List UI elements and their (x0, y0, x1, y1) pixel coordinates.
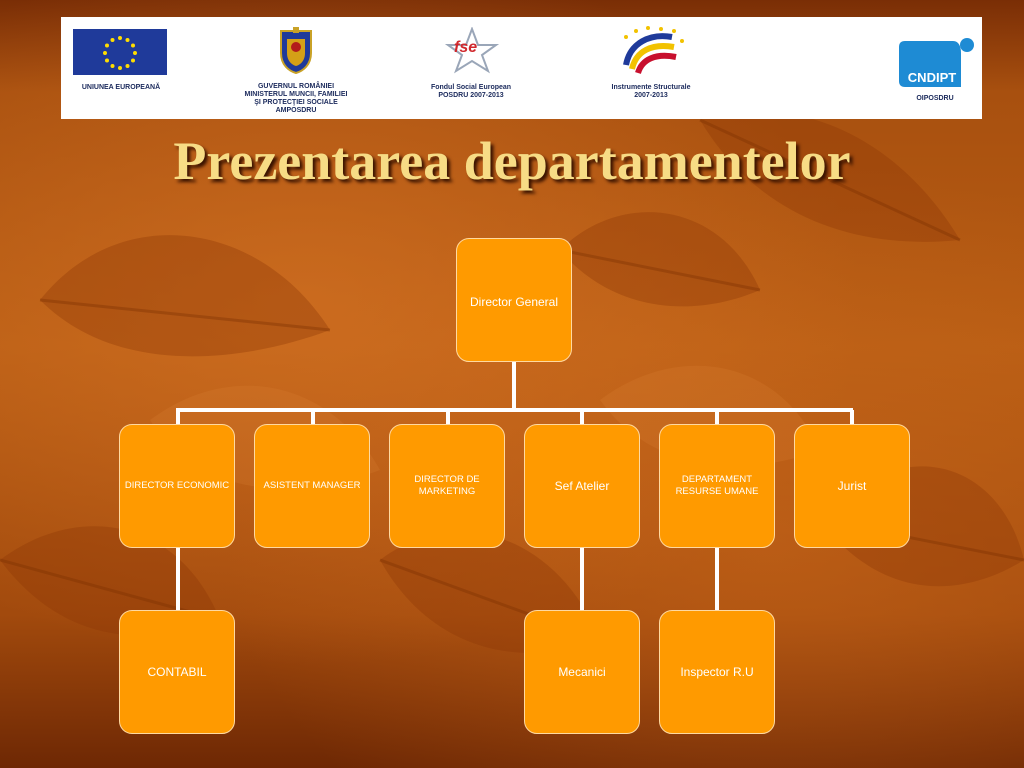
node-director-marketing: DIRECTOR DE MARKETING (389, 424, 505, 548)
fse-logo: fse Fondul Social European POSDRU 2007-2… (416, 17, 526, 119)
eu-flag-icon (73, 29, 167, 75)
cndipt-icon (899, 38, 974, 87)
node-inspector-ru: Inspector R.U (659, 610, 775, 734)
slide-title: Prezentarea departamentelor (173, 131, 851, 191)
instrumente-structurale-logo: Instrumente Structurale 2007-2013 (596, 17, 706, 119)
logo-banner: UNIUNEA EUROPEANĂ GUVERNUL ROMÂNIEI MINI… (61, 17, 982, 119)
node-director-economic: DIRECTOR ECONOMIC (119, 424, 235, 548)
eu-logo: UNIUNEA EUROPEANĂ (69, 17, 169, 119)
cndipt-mark: CNDIPT (907, 70, 957, 85)
node-contabil: CONTABIL (119, 610, 235, 734)
node-mecanici: Mecanici (524, 610, 640, 734)
instrumente-caption: Instrumente Structurale 2007-2013 (611, 84, 691, 99)
eu-caption: UNIUNEA EUROPEANĂ (81, 84, 161, 91)
fse-mark: fse (454, 39, 478, 56)
fse-caption: Fondul Social European POSDRU 2007-2013 (430, 84, 512, 99)
cndipt-caption: OIPOSDRU (916, 95, 954, 102)
node-director-general: Director General (456, 238, 572, 362)
fse-star-icon (444, 27, 500, 74)
structural-instruments-icon (623, 26, 684, 75)
government-logo: GUVERNUL ROMÂNIEI MINISTERUL MUNCII, FAM… (231, 17, 361, 119)
node-resurse-umane: DEPARTAMENT RESURSE UMANE (659, 424, 775, 548)
node-asistent-manager: ASISTENT MANAGER (254, 424, 370, 548)
cndipt-logo: CNDIPT OIPOSDRU (893, 17, 977, 119)
government-caption: GUVERNUL ROMÂNIEI MINISTERUL MUNCII, FAM… (244, 83, 348, 114)
node-jurist: Jurist (794, 424, 910, 548)
coat-of-arms-icon (280, 27, 312, 75)
node-sef-atelier: Sef Atelier (524, 424, 640, 548)
